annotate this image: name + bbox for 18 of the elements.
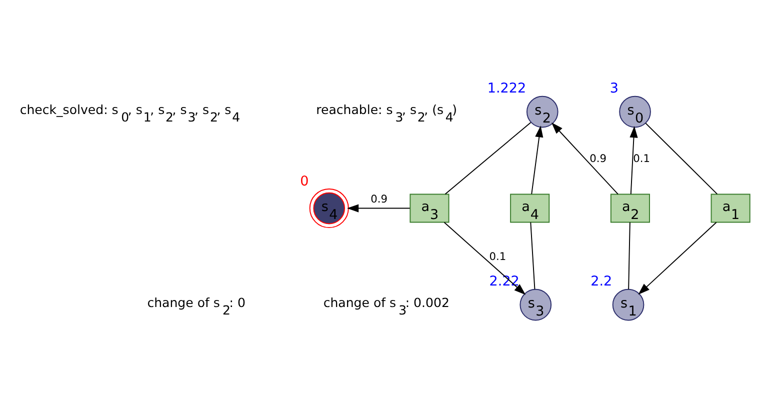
arrow bbox=[531, 126, 544, 195]
edge-label: 0.1 bbox=[633, 152, 650, 165]
connector bbox=[444, 122, 532, 195]
connector bbox=[645, 122, 718, 195]
edge-label: 0.1 bbox=[489, 250, 506, 264]
node-label: 0 bbox=[300, 173, 309, 190]
arrow bbox=[347, 204, 410, 212]
arrow bbox=[551, 122, 618, 195]
node-label: 1.222 bbox=[487, 80, 526, 97]
connector bbox=[628, 222, 630, 290]
edge-label: 0.9 bbox=[370, 192, 388, 206]
connector bbox=[530, 222, 536, 290]
arrow bbox=[444, 222, 526, 295]
arrow bbox=[630, 126, 638, 195]
node-label: 2.2 bbox=[590, 274, 612, 290]
edge-label: 0.9 bbox=[590, 152, 607, 165]
arrow bbox=[638, 222, 717, 295]
node-label: 3 bbox=[610, 80, 619, 97]
